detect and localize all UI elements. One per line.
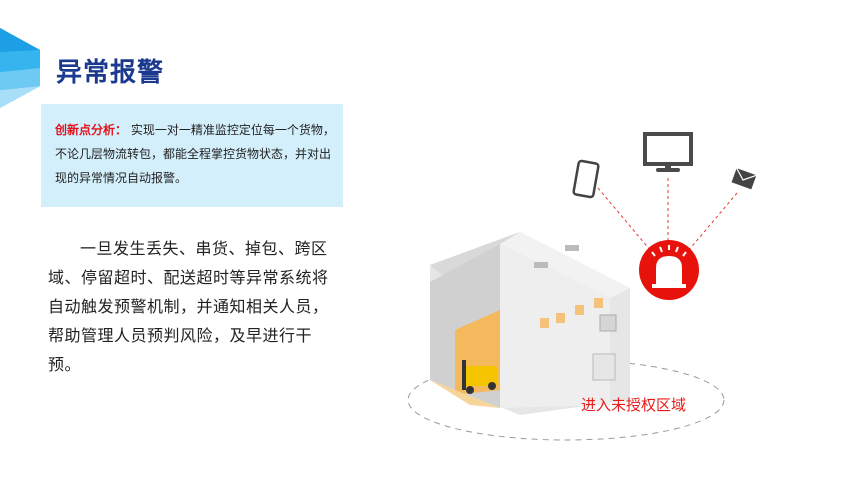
warehouse-alarm-illustration: [407, 132, 757, 441]
callout-label: 创新点分析：: [55, 123, 128, 137]
callout-text: 实现一对一精准监控定位每一个货物，不论几层物流转包，都能全程掌控货物状态，并对出…: [55, 123, 335, 185]
forklift-icon: [462, 360, 497, 394]
envelope-icon: [731, 167, 757, 190]
mobile-phone-icon: [572, 159, 600, 199]
monitor-icon: [643, 132, 693, 172]
description-paragraph: 一旦发生丢失、串货、掉包、跨区域、停留超时、配送超时等异常系统将自动触发预警机制…: [48, 239, 329, 374]
unauthorized-zone-label: 进入未授权区域: [581, 396, 687, 414]
innovation-callout: 创新点分析： 实现一对一精准监控定位每一个货物，不论几层物流转包，都能全程掌控货…: [41, 104, 343, 207]
page-title: 异常报警: [56, 58, 165, 88]
warehouse-icon: [430, 232, 630, 415]
hexagon-decoration: [0, 28, 40, 108]
alarm-siren-icon: [639, 240, 699, 300]
